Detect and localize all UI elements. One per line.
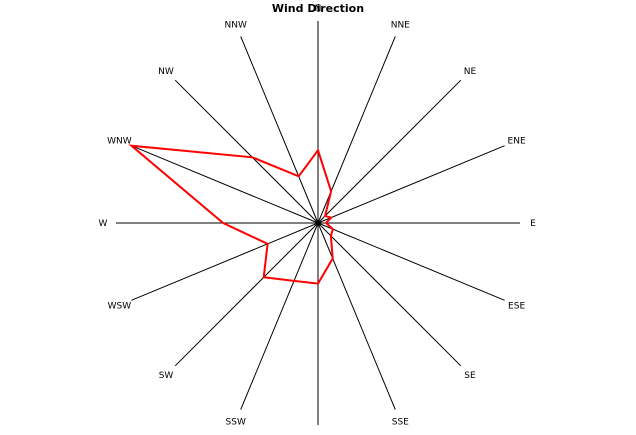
spoke-sw <box>174 222 319 367</box>
spoke-wnw <box>131 145 319 224</box>
data-point-ese <box>332 228 334 230</box>
direction-label-w: W <box>99 219 108 229</box>
spoke-sse <box>317 222 396 410</box>
data-point-e <box>325 222 327 224</box>
direction-label-ne: NE <box>464 67 477 77</box>
data-point-sw <box>263 276 265 278</box>
data-point-n <box>317 149 319 151</box>
data-point-sse <box>332 258 334 259</box>
direction-label-sse: SSE <box>392 418 409 428</box>
direction-label-n: N <box>315 4 322 14</box>
direction-label-ene: ENE <box>508 137 526 147</box>
data-point-w <box>222 222 224 224</box>
data-point-nw <box>251 156 253 158</box>
spoke-nnw <box>240 36 319 224</box>
data-point-wnw <box>130 145 132 147</box>
spoke-se <box>317 222 462 367</box>
direction-label-ssw: SSW <box>226 418 246 428</box>
direction-label-se: SE <box>464 371 476 381</box>
spoke-ne <box>317 79 462 224</box>
direction-label-sw: SW <box>159 371 174 381</box>
direction-label-wsw: WSW <box>108 301 132 311</box>
data-point-wsw <box>267 243 269 245</box>
spoke-wsw <box>131 222 319 301</box>
data-point-nne <box>330 190 332 192</box>
direction-label-ese: ESE <box>508 301 525 311</box>
direction-label-wnw: WNW <box>107 137 132 147</box>
direction-label-nw: NW <box>158 67 174 77</box>
data-point-nnw <box>298 175 300 177</box>
spoke-ene <box>317 145 505 224</box>
data-point-s <box>317 283 319 285</box>
series-line-0 <box>128 144 335 285</box>
data-point-ene <box>330 217 332 219</box>
spoke-nw <box>174 79 319 224</box>
spoke-ssw <box>240 222 319 410</box>
spoke-ese <box>317 222 505 301</box>
data-point-ssw <box>293 280 295 282</box>
data-point-se <box>330 235 332 237</box>
direction-label-nnw: NNW <box>225 20 247 30</box>
data-point-ne <box>324 215 326 217</box>
direction-label-nne: NNE <box>391 20 410 30</box>
direction-label-e: E <box>530 219 536 229</box>
chart-title: Wind Direction <box>271 2 365 15</box>
